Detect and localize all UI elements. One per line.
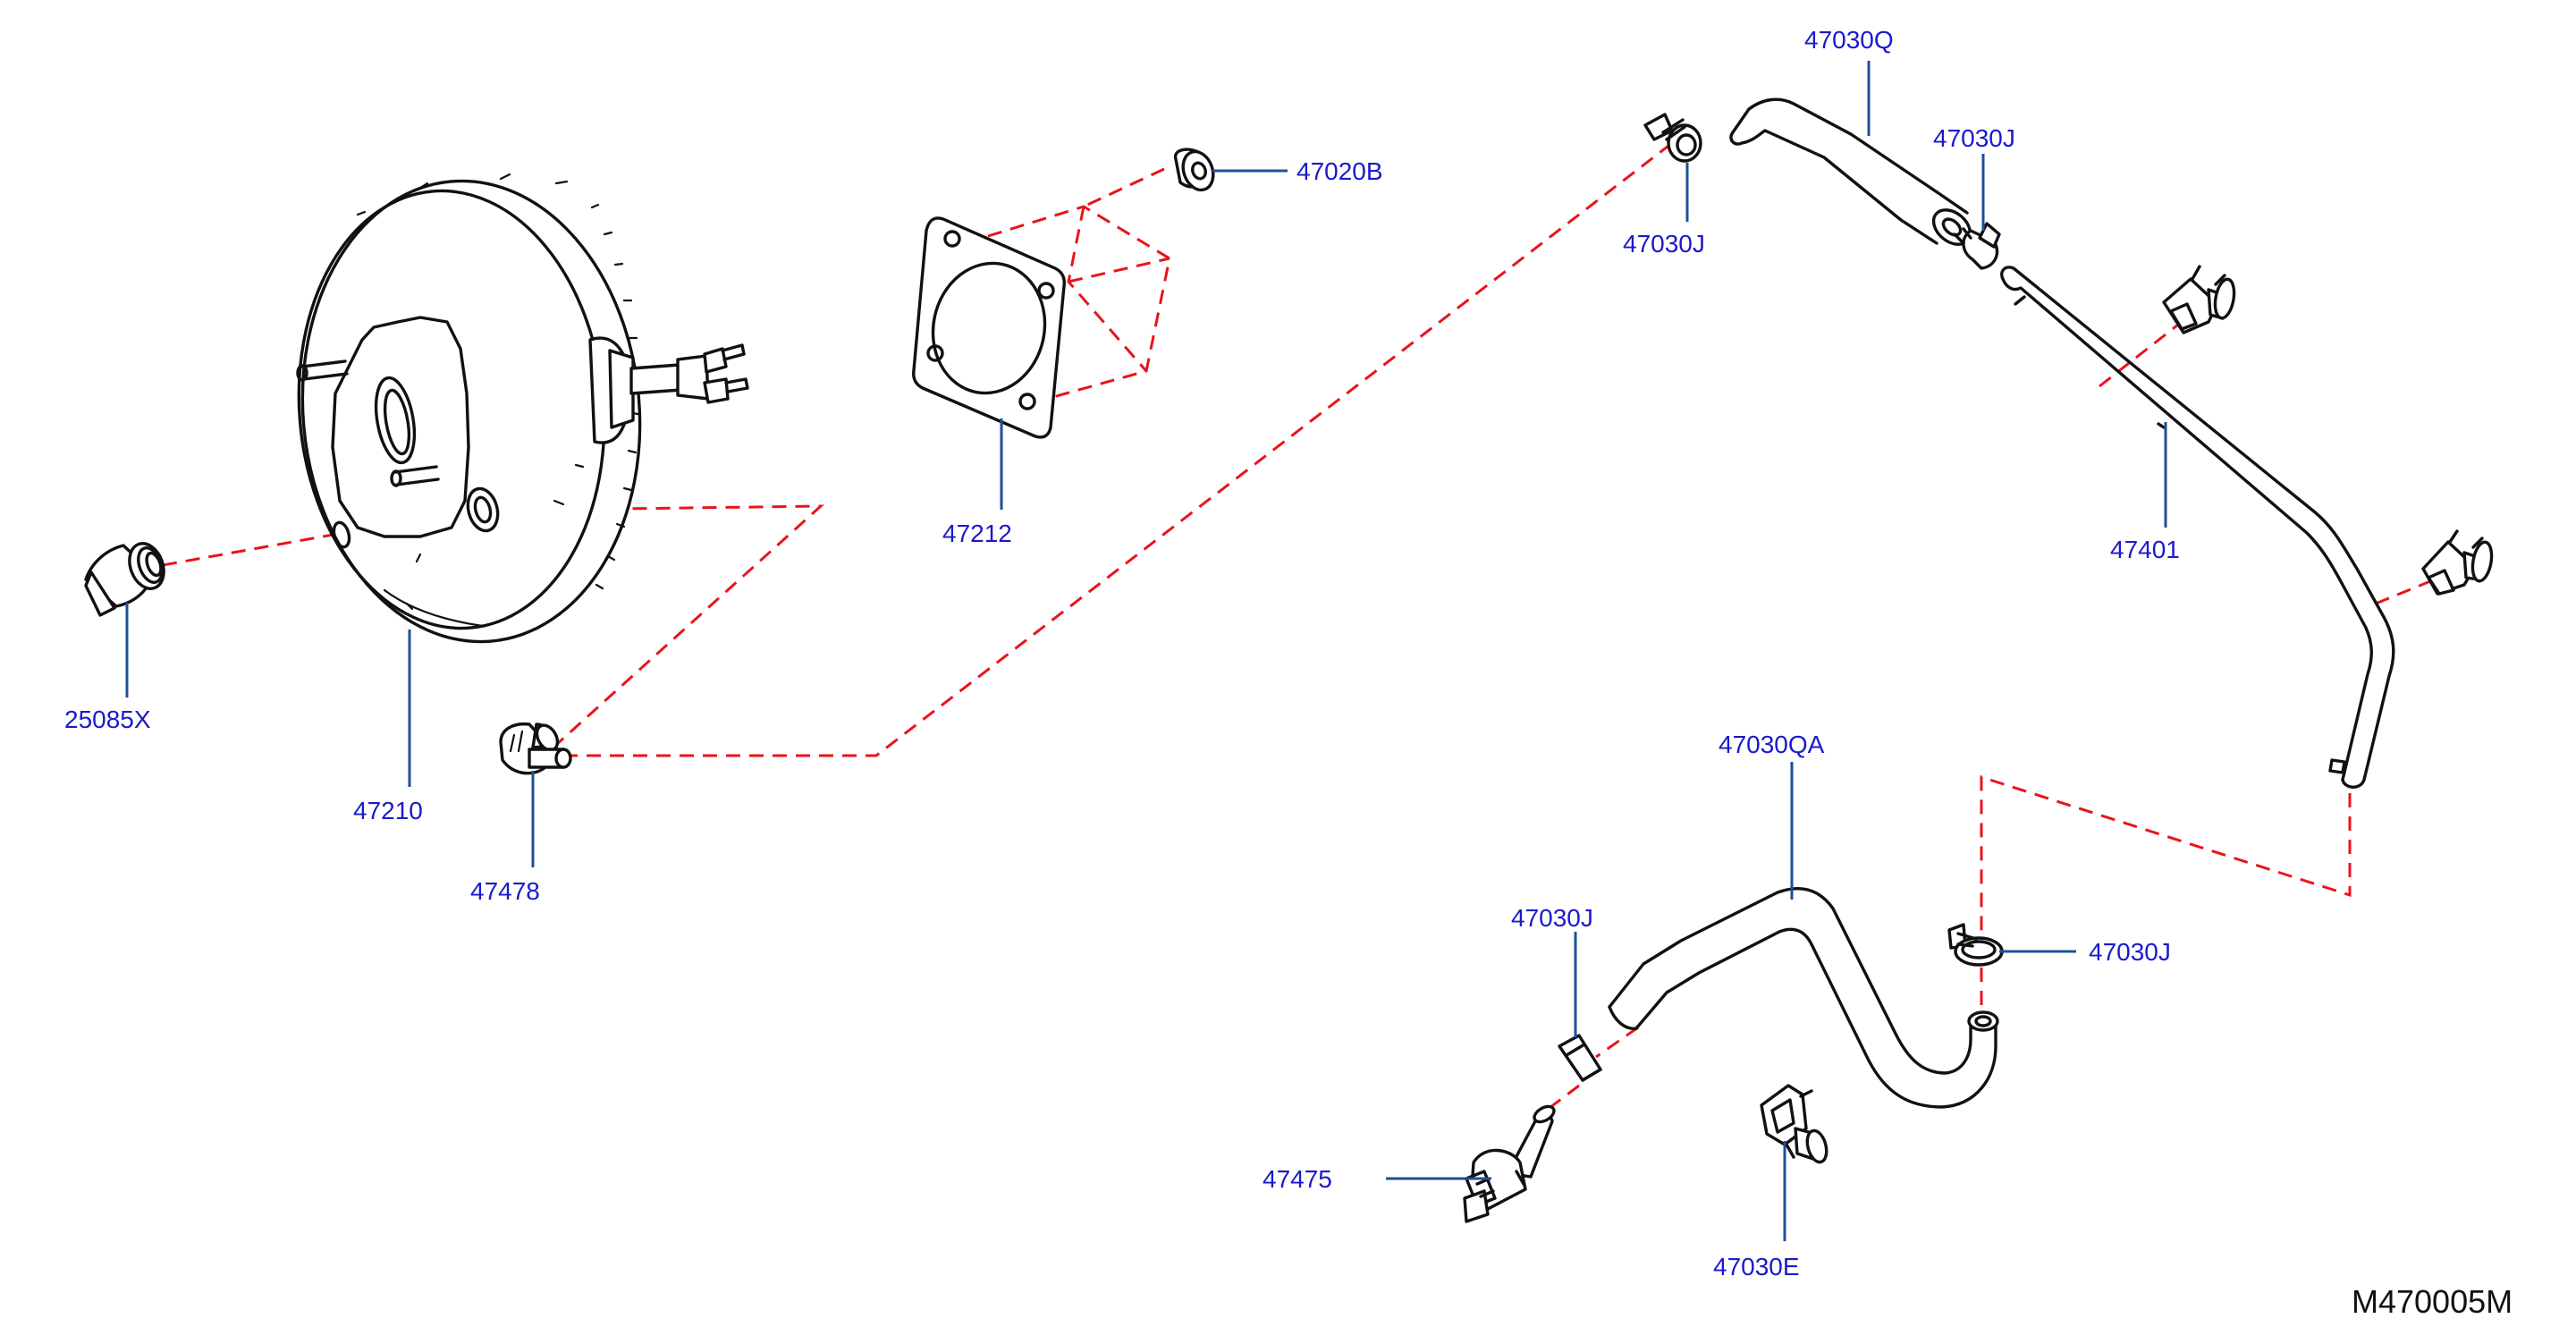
tube-clip-lower[interactable] — [2421, 529, 2495, 596]
label-47401[interactable]: 47401 — [2110, 536, 2180, 563]
label-47030j-lower-left[interactable]: 47030J — [1511, 904, 1593, 932]
label-47030j-upper-left[interactable]: 47030J — [1623, 230, 1705, 258]
label-25085x[interactable]: 25085X — [64, 706, 151, 733]
leader-lines — [125, 61, 2167, 1241]
connector-valve[interactable] — [1463, 1103, 1557, 1223]
clamp-lower-left[interactable] — [1558, 1034, 1602, 1082]
hose-lower[interactable] — [1608, 887, 1999, 1109]
part-labels: 25085X 47210 47478 47212 47020B 47030Q 4… — [64, 26, 2513, 1320]
check-valve[interactable] — [499, 722, 572, 775]
clamp-upper-left[interactable] — [1643, 113, 1702, 163]
gasket[interactable] — [912, 216, 1066, 439]
label-47475[interactable]: 47475 — [1263, 1165, 1332, 1193]
brake-booster[interactable] — [281, 167, 749, 656]
vacuum-tube[interactable] — [2000, 266, 2395, 789]
nut[interactable] — [1173, 148, 1219, 194]
label-47212[interactable]: 47212 — [942, 520, 1012, 547]
hose-upper[interactable] — [1729, 97, 1977, 251]
label-47030q[interactable]: 47030Q — [1804, 26, 1894, 54]
label-47030j-upper-right[interactable]: 47030J — [1933, 124, 2015, 152]
clamp-lower-right[interactable] — [1947, 923, 2004, 967]
label-47210[interactable]: 47210 — [353, 797, 423, 824]
label-47030e[interactable]: 47030E — [1713, 1253, 1800, 1281]
booster-grommet[interactable] — [84, 538, 170, 617]
label-47020b[interactable]: 47020B — [1296, 157, 1383, 185]
tube-clip-upper[interactable] — [2162, 265, 2237, 334]
drawing-code: M470005M — [2352, 1283, 2513, 1320]
label-47478[interactable]: 47478 — [470, 877, 540, 905]
label-47030qa[interactable]: 47030QA — [1719, 731, 1825, 758]
label-47030j-lower-right[interactable]: 47030J — [2089, 938, 2171, 966]
bracket-clip[interactable] — [1760, 1084, 1829, 1164]
